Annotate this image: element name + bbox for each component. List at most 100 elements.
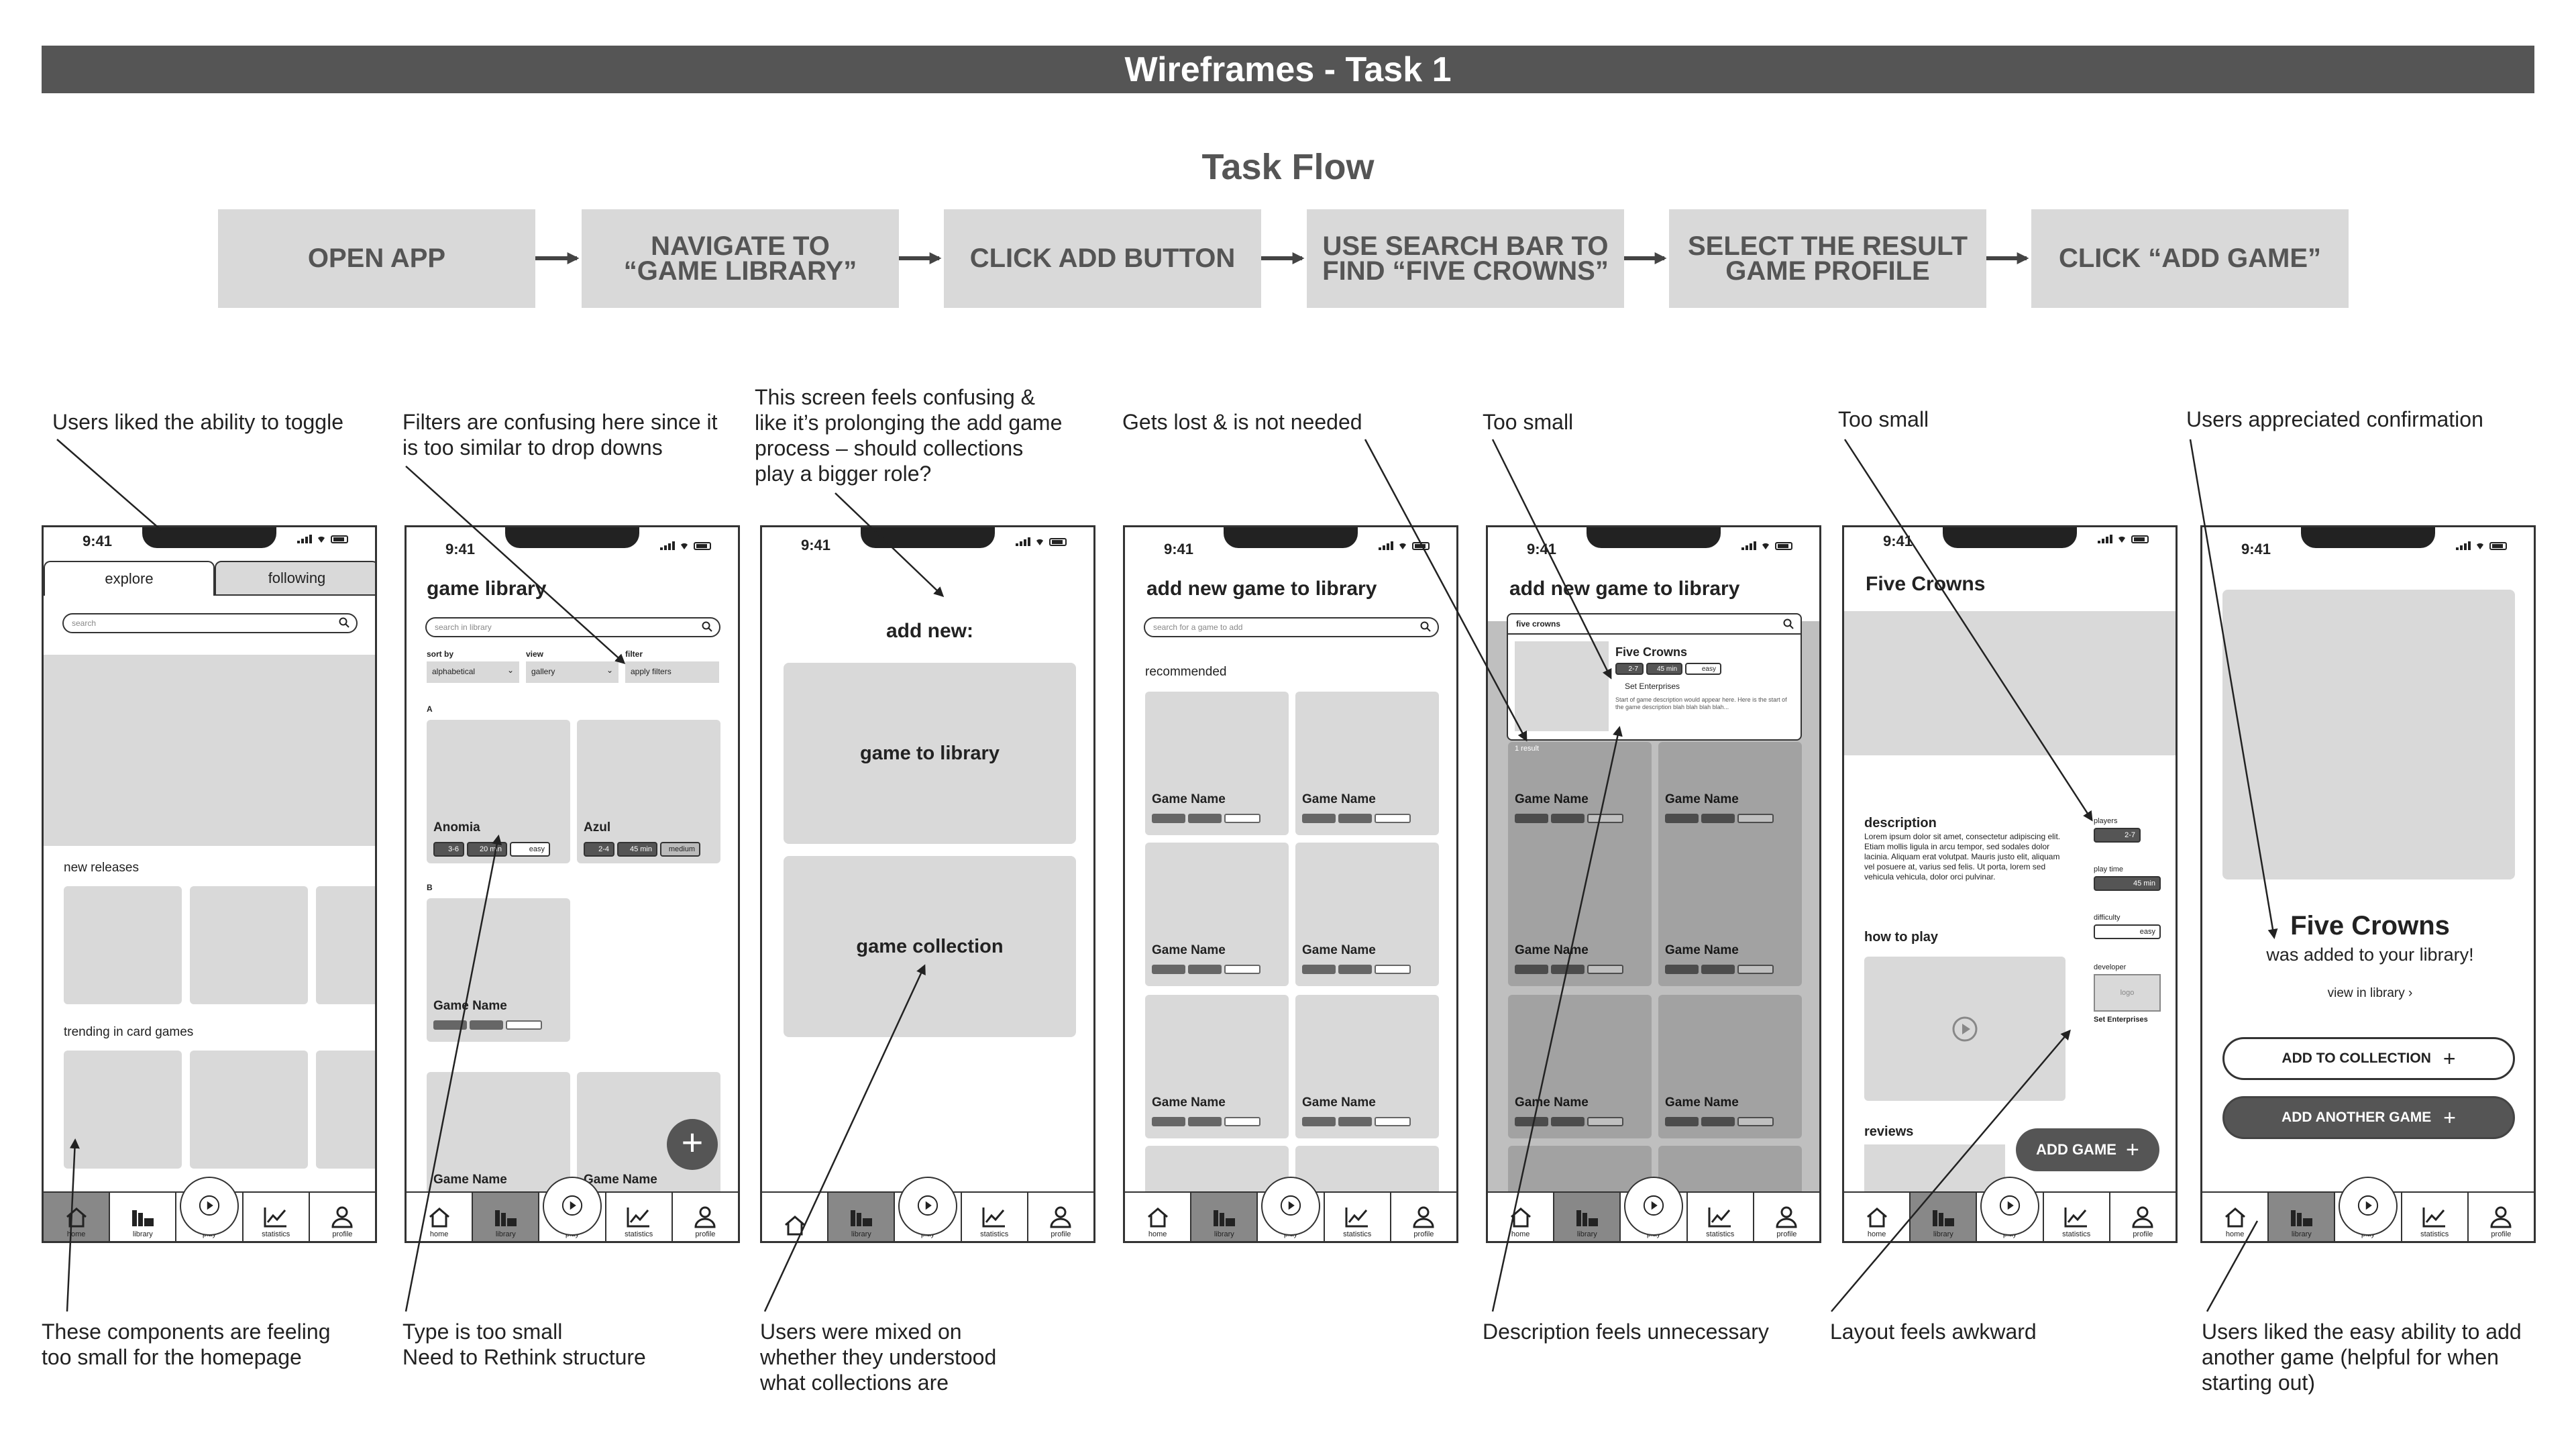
plus-icon: + (2443, 1105, 2456, 1130)
nav-home[interactable]: home (44, 1193, 111, 1241)
option-game-to-library[interactable]: game to library (784, 663, 1076, 844)
trending-card[interactable] (316, 1051, 375, 1169)
tab-explore[interactable]: explore (44, 561, 215, 596)
developer-logo[interactable]: logo (2094, 974, 2161, 1012)
nav-library[interactable]: library (473, 1193, 540, 1241)
home-icon (784, 1216, 805, 1236)
phone-add-game-screen: 9:41 add new game to library search for … (1123, 525, 1458, 1243)
nav-home[interactable]: home (1844, 1193, 1911, 1241)
letter-heading-b: B (427, 883, 433, 892)
nav-profile[interactable]: profile (2110, 1193, 2176, 1241)
nav-home[interactable] (762, 1193, 829, 1241)
tab-following[interactable]: following (215, 561, 375, 596)
nav-play[interactable]: play (1977, 1177, 2044, 1241)
bottom-nav: home library play statistics profile (1125, 1177, 1456, 1241)
nav-library[interactable]: library (1191, 1193, 1258, 1241)
release-card[interactable] (190, 886, 308, 1004)
hero-banner[interactable] (44, 655, 375, 846)
nav-play[interactable]: play (1621, 1177, 1688, 1241)
note-components-small: These components are feeling too small f… (42, 1320, 331, 1369)
sort-label: sort by (427, 649, 454, 659)
game-stat-bars (1665, 1117, 1774, 1126)
add-to-collection-button[interactable]: ADD TO COLLECTION+ (2222, 1037, 2515, 1080)
nav-statistics[interactable]: statistics (1688, 1193, 1754, 1241)
search-input[interactable]: search for a game to add (1144, 617, 1439, 637)
play-icon (1643, 1195, 1664, 1216)
nav-statistics[interactable]: statistics (606, 1193, 673, 1241)
game-card[interactable]: Game Name (1508, 995, 1652, 1138)
nav-play[interactable]: play (176, 1177, 244, 1241)
search-dropdown: five crowns Five Crowns 2-7 45 min easy … (1507, 613, 1802, 741)
trending-card[interactable] (64, 1051, 182, 1169)
status-icons (660, 541, 711, 550)
nav-play[interactable]: play (2335, 1177, 2402, 1241)
view-dropdown[interactable]: gallery⌄ (526, 661, 619, 683)
view-value: gallery (531, 667, 555, 676)
nav-play[interactable]: play (895, 1177, 962, 1241)
filter-button[interactable]: apply filters (625, 661, 719, 683)
play-video-icon[interactable] (1951, 1016, 1978, 1042)
developer-name[interactable]: Set Enterprises (2094, 1016, 2148, 1024)
nav-library-label: library (495, 1230, 516, 1238)
nav-home[interactable]: home (407, 1193, 474, 1241)
nav-library[interactable]: library (1911, 1193, 1978, 1241)
game-stat-bars (1152, 1117, 1260, 1126)
nav-library[interactable]: library (828, 1193, 896, 1241)
nav-profile[interactable]: profile (1028, 1193, 1093, 1241)
trending-card[interactable] (190, 1051, 308, 1169)
nav-play[interactable]: play (1258, 1177, 1325, 1241)
nav-profile[interactable]: profile (310, 1193, 375, 1241)
nav-library[interactable]: library (110, 1193, 177, 1241)
nav-library-label: library (2291, 1230, 2312, 1238)
search-input[interactable]: five crowns (1508, 614, 1801, 635)
game-card[interactable]: Game Name (1295, 843, 1439, 986)
add-another-game-button[interactable]: ADD ANOTHER GAME+ (2222, 1096, 2515, 1139)
release-card[interactable] (64, 886, 182, 1004)
time-chip: 45 min (1646, 663, 1682, 675)
result-thumbnail[interactable] (1515, 641, 1609, 731)
nav-library-label: library (1214, 1230, 1234, 1238)
game-card[interactable]: Game Name (1145, 843, 1289, 986)
game-stat-bars (1302, 1117, 1411, 1126)
option-game-collection[interactable]: game collection (784, 856, 1076, 1037)
result-title[interactable]: Five Crowns (1615, 645, 1688, 659)
nav-library[interactable]: library (2269, 1193, 2336, 1241)
pointer-line (1491, 726, 1623, 1312)
search-input[interactable]: search (62, 613, 358, 633)
time-chip: 45 min (617, 842, 657, 857)
game-card[interactable]: Game Name (1295, 692, 1439, 835)
nav-profile[interactable]: profile (2469, 1193, 2534, 1241)
nav-profile[interactable]: profile (673, 1193, 738, 1241)
release-card[interactable] (316, 886, 375, 1004)
game-card[interactable]: Game Name (1145, 692, 1289, 835)
nav-home-label: home (1867, 1230, 1886, 1238)
how-to-play-video[interactable] (1864, 957, 2065, 1101)
profile-icon (331, 1206, 353, 1228)
game-card[interactable]: Game Name (1295, 995, 1439, 1138)
game-card[interactable]: Game Name (1658, 843, 1802, 986)
nav-play[interactable]: play (539, 1177, 606, 1241)
view-in-library-link[interactable]: view in library › (2202, 986, 2534, 1001)
game-card-azul[interactable]: Azul 2-4 45 min medium (577, 720, 720, 863)
nav-statistics[interactable]: statistics (2402, 1193, 2469, 1241)
game-card[interactable]: Game Name (427, 898, 570, 1042)
add-game-button[interactable]: ADD GAME+ (2016, 1128, 2159, 1171)
nav-statistics[interactable]: statistics (962, 1193, 1028, 1241)
game-card-anomia[interactable]: Anomia 3-6 20 min easy (427, 720, 570, 863)
nav-profile[interactable]: profile (1754, 1193, 1819, 1241)
home-icon (1866, 1208, 1887, 1228)
sort-dropdown[interactable]: alphabetical⌄ (427, 661, 519, 683)
nav-home[interactable]: home (1125, 1193, 1192, 1241)
nav-profile[interactable]: profile (1391, 1193, 1456, 1241)
nav-statistics[interactable]: statistics (1325, 1193, 1391, 1241)
game-card[interactable]: Game Name (1508, 843, 1652, 986)
nav-statistics[interactable]: statistics (2044, 1193, 2110, 1241)
profile-icon (1776, 1206, 1797, 1228)
game-card[interactable]: Game Name (1145, 995, 1289, 1138)
game-card[interactable]: Game Name (1658, 995, 1802, 1138)
nav-library[interactable]: library (1554, 1193, 1621, 1241)
search-icon (702, 621, 712, 632)
nav-statistics[interactable]: statistics (244, 1193, 310, 1241)
nav-home[interactable]: home (2202, 1193, 2269, 1241)
add-button[interactable]: + (667, 1119, 718, 1170)
